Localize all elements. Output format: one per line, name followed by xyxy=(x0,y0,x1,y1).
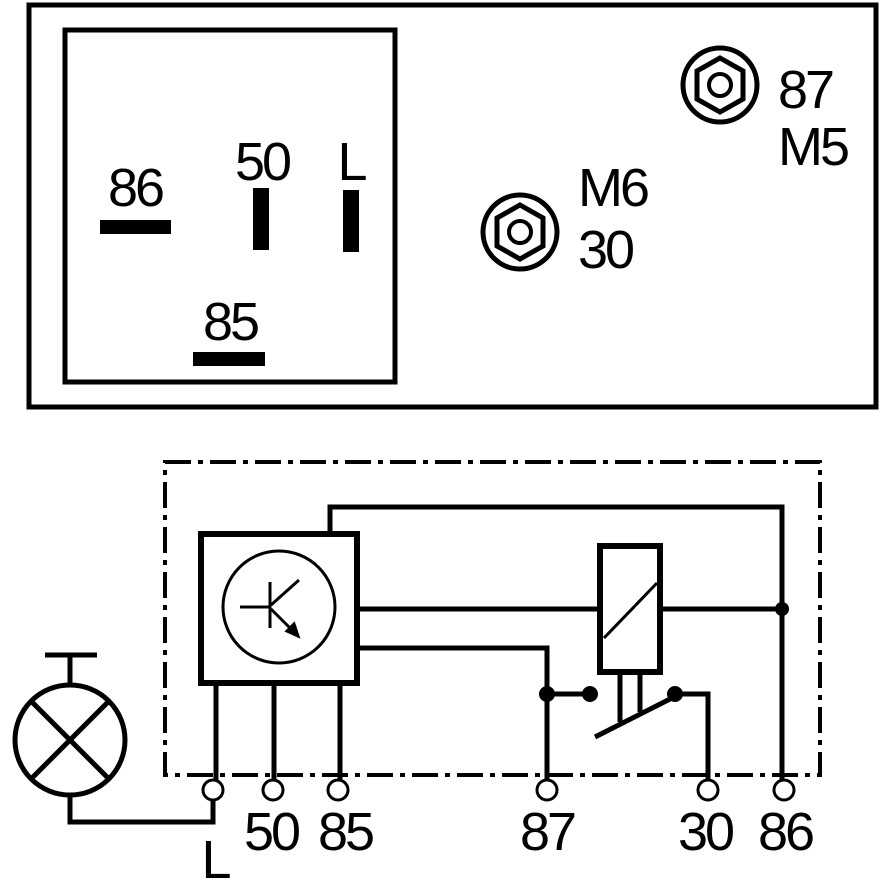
terminal-label-86: 86 xyxy=(758,802,813,862)
terminal-label-30: 30 xyxy=(678,802,733,862)
terminal-label-85: 85 xyxy=(318,802,373,862)
stud-terminal-label: 87 xyxy=(778,60,833,120)
hex-nut-icon xyxy=(480,192,560,272)
pin-L: L xyxy=(337,132,369,252)
stud-87: 87 M5 xyxy=(680,45,851,177)
transistor-icon xyxy=(221,549,337,665)
terminal-label-87: 87 xyxy=(520,802,575,862)
stud-terminal-label: 30 xyxy=(578,220,633,280)
pin-label-50: 50 xyxy=(235,132,290,192)
terminal-labels: L 50 85 87 30 86 xyxy=(201,802,816,884)
pin-label-86: 86 xyxy=(108,158,163,218)
junction-dots xyxy=(539,602,789,702)
stud-thread-label: M6 xyxy=(578,158,648,218)
pin-blade xyxy=(100,220,171,234)
relay-contact xyxy=(593,672,678,740)
pin-86: 86 xyxy=(100,158,171,234)
pin-blade xyxy=(193,352,265,366)
stud-thread-label: M5 xyxy=(778,117,848,177)
relay-top-view xyxy=(26,2,879,410)
pin-label-L: L xyxy=(337,132,366,192)
terminal-circles xyxy=(201,778,796,802)
pin-85: 85 xyxy=(193,292,265,366)
lamp-icon xyxy=(12,652,128,798)
relay-coil xyxy=(597,543,663,675)
connector-outline xyxy=(62,27,398,385)
pin-blade xyxy=(253,188,269,250)
schematic xyxy=(12,460,822,825)
housing-boundary xyxy=(163,460,822,777)
stud-30: M6 30 xyxy=(480,158,651,280)
housing-outline xyxy=(26,2,879,410)
pin-50: 50 xyxy=(235,132,293,250)
terminal-label-L: L xyxy=(201,830,230,884)
terminal-label-50: 50 xyxy=(244,802,299,862)
pin-blade xyxy=(343,190,359,252)
pin-label-85: 85 xyxy=(203,292,258,352)
hex-nut-icon xyxy=(680,45,760,125)
